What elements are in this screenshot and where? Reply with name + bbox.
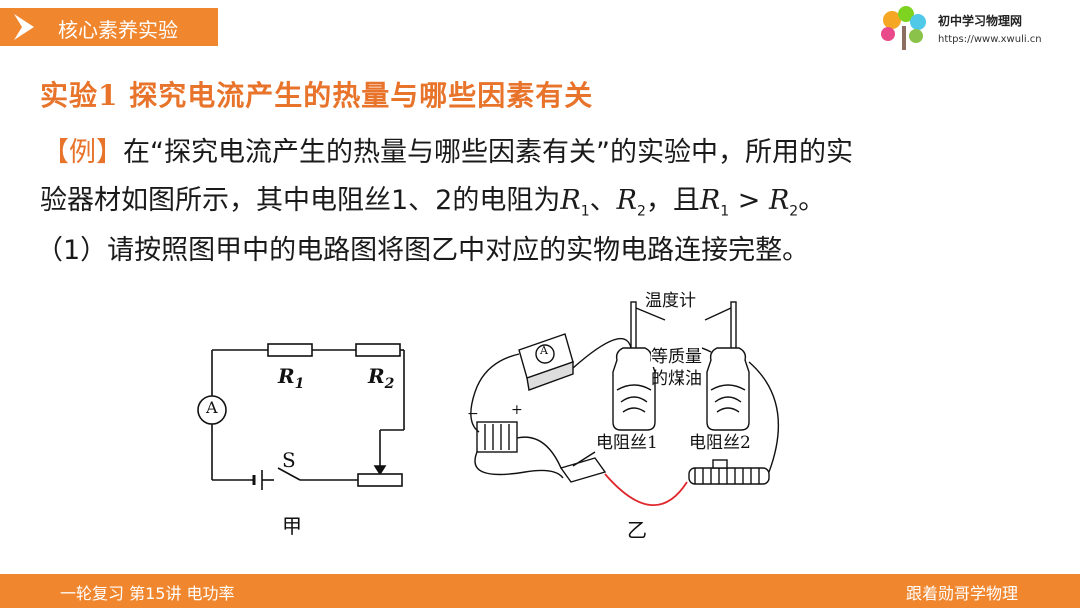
greater-than: > xyxy=(729,185,769,216)
r1-subscript: 1 xyxy=(580,203,590,220)
period: 。 xyxy=(798,185,826,216)
r2-symbol: R xyxy=(616,185,637,216)
red-wire xyxy=(604,473,688,507)
r1-subscript-2: 1 xyxy=(720,203,730,220)
battery-plus: + xyxy=(511,402,523,418)
battery-minus: − xyxy=(467,406,479,422)
page-title: 实验1 探究电流产生的热量与哪些因素有关 xyxy=(40,79,594,112)
separator: 、 xyxy=(589,185,617,216)
wire2-label: 电阻丝2 xyxy=(689,433,751,453)
r2-subscript: 2 xyxy=(636,203,646,220)
section-title: 核心素养实验 xyxy=(58,18,178,42)
example-tag: 【例】 xyxy=(42,137,123,168)
r1-symbol: R xyxy=(560,185,581,216)
logo-name: 初中学习物理网 xyxy=(938,14,1023,28)
r2-subscript-2: 2 xyxy=(789,203,799,220)
question-text-1: 在“探究电流产生的热量与哪些因素有关”的实验中，所用的实 xyxy=(123,137,853,168)
question-text-2b: ，且 xyxy=(645,185,700,216)
caption-jia: 甲 xyxy=(282,514,302,538)
r1-symbol-2: R xyxy=(699,185,721,216)
site-logo: 初中学习物理网 https://www.xwuli.cn xyxy=(876,4,1076,54)
circuit-schematic xyxy=(197,343,405,490)
footer-bar: 一轮复习 第15讲 电功率 跟着勋哥学物理 xyxy=(0,574,1080,608)
tree-logo-icon xyxy=(881,6,926,50)
r1-label-jia: R1 xyxy=(278,364,305,392)
r2-label-jia: R2 xyxy=(368,364,395,392)
oil-label-line1: 等质量 xyxy=(651,342,702,367)
circuit-diagram-jia: A R1 R2 S 甲 xyxy=(190,330,430,560)
ammeter-label-jia: A xyxy=(206,398,218,417)
question-text-2a: 验器材如图所示，其中电阻丝1、2的电阻为 xyxy=(40,185,561,216)
caption-yi: 乙 xyxy=(627,518,647,542)
apparatus-figure-yi: 温度计 等质量 的煤油 电阻丝1 电阻丝2 A − + 乙 xyxy=(455,282,805,568)
question-line-1: 【例】在“探究电流产生的热量与哪些因素有关”的实验中，所用的实 xyxy=(42,130,853,169)
banner-shape xyxy=(0,8,218,46)
wire1-label: 电阻丝1 xyxy=(596,433,658,453)
ammeter-label-yi: A xyxy=(540,344,548,357)
apparatus-drawing xyxy=(470,301,780,507)
switch-label-jia: S xyxy=(282,448,296,472)
oil-label-line2: 的煤油 xyxy=(651,369,702,389)
footer-lesson: 一轮复习 第15讲 电功率 xyxy=(60,584,235,603)
footer-author: 跟着勋哥学物理 xyxy=(905,584,1018,603)
question-line-3: （1）请按照图甲中的电路图将图乙中对应的实物电路连接完整。 xyxy=(36,235,810,266)
question-line-2: 验器材如图所示，其中电阻丝1、2的电阻为R1、R2，且R1 > R2。 xyxy=(40,178,825,219)
section-banner: 核心素养实验 xyxy=(0,8,218,46)
thermometer-label: 温度计 xyxy=(645,291,696,311)
logo-url: https://www.xwuli.cn xyxy=(938,34,1042,45)
r2-symbol-2: R xyxy=(768,185,790,216)
